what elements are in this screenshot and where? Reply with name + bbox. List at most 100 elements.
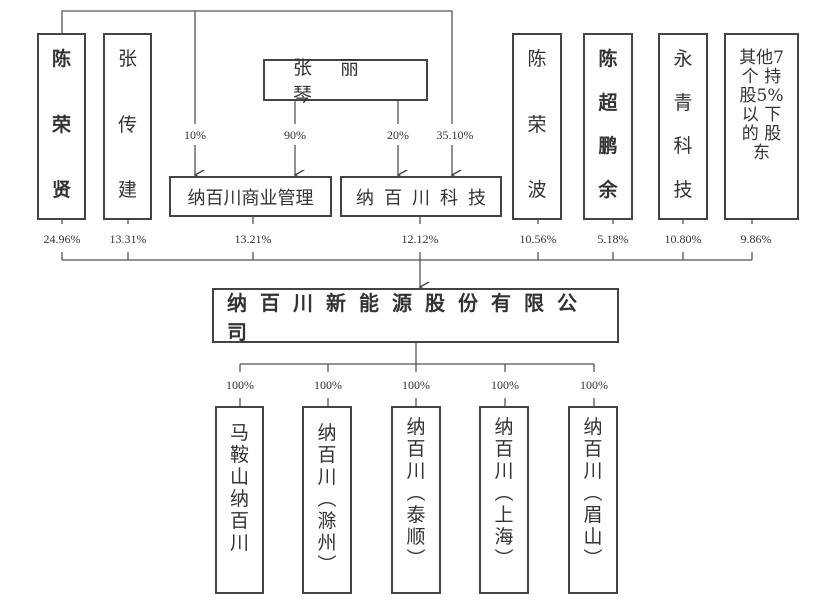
subsidiary-name-char: 川 xyxy=(583,460,603,482)
subsidiary-name-char: 川 xyxy=(229,532,249,554)
shareholder-name-line: 东 xyxy=(753,143,770,163)
shareholder-name-line: 以 下 xyxy=(741,105,782,125)
subsidiary-name-char: 百 xyxy=(494,438,514,460)
subsidiary-name-char: ︵ xyxy=(583,482,603,504)
subsidiary-name-char: ︶ xyxy=(494,548,514,570)
shareholder-name-line: 个 持 xyxy=(741,67,782,87)
subsidiary-name-char: 山 xyxy=(229,466,249,488)
subsidiary-name-char: 纳 xyxy=(229,488,249,510)
subsidiary-name-char: 川 xyxy=(494,460,514,482)
subsidiary-name-char: 百 xyxy=(406,438,426,460)
shareholder-name-char: 陈 xyxy=(51,48,71,70)
shareholding-percent: 12.12% xyxy=(401,232,439,246)
subsidiary-name-char: 马 xyxy=(229,422,249,444)
percent-label: 90% xyxy=(284,128,306,142)
subsidiary-name-char: 纳 xyxy=(317,422,337,444)
shareholding-percent: 10.56% xyxy=(519,232,557,246)
subsidiary-name-char: ︶ xyxy=(317,554,337,576)
subsidiary-name-char: 海 xyxy=(494,526,514,548)
shareholder-name: 纳百川商业管理 xyxy=(187,187,314,209)
subsidiary-name-chars: 纳百川︵上海︶ xyxy=(494,416,513,570)
shareholder-name-char: 荣 xyxy=(527,113,547,136)
shareholder-name: 纳百川科技 xyxy=(356,187,496,209)
company-name: 纳百川新能源股份有限公司 xyxy=(227,290,590,344)
subsidiary-name-char: 纳 xyxy=(494,416,514,438)
shareholding-percent: 5.18% xyxy=(597,232,629,246)
percent-label: 20% xyxy=(387,128,409,142)
subsidiary-name-char: 上 xyxy=(494,504,514,526)
shareholder-box-zhang-liqin: 张丽琴 xyxy=(263,57,428,106)
shareholder-name-char: 张 xyxy=(117,48,137,70)
subsidiary-box: 纳百川︵滁州︶ xyxy=(302,406,352,594)
subsidiary-name-char: ︵ xyxy=(406,482,426,504)
shareholder-name-line: 其他7 xyxy=(739,48,784,68)
subsidiary-name-chars: 纳百川︵眉山︶ xyxy=(583,416,602,570)
shareholding-percent: 13.21% xyxy=(234,232,272,246)
subsidiary-percent: 100% xyxy=(402,378,430,392)
subsidiary-name-chars: 纳百川︵泰顺︶ xyxy=(406,416,425,570)
subsidiary-name-chars: 马鞍山纳百川 xyxy=(230,422,249,554)
subsidiary-name-char: 百 xyxy=(317,444,337,466)
shareholder-box-nbc-business-mgmt: 纳百川商业管理 xyxy=(169,176,332,217)
shareholding-percent: 9.86% xyxy=(740,232,772,246)
shareholder-box: 张传建 xyxy=(103,33,152,220)
shareholder-name-char: 建 xyxy=(117,179,137,201)
subsidiary-box: 纳百川︵眉山︶ xyxy=(568,406,618,594)
subsidiary-box: 纳百川︵上海︶ xyxy=(479,406,529,594)
subsidiary-name-char: ︵ xyxy=(317,488,337,510)
shareholder-name-line: 的 股 xyxy=(741,124,782,144)
shareholding-percent: 24.96% xyxy=(43,232,81,246)
shareholder-name-char: 超 xyxy=(598,91,618,114)
subsidiary-box: 马鞍山纳百川 xyxy=(215,406,264,594)
subsidiary-percent: 100% xyxy=(226,378,254,392)
shareholder-name-char: 贤 xyxy=(51,179,71,201)
shareholder-box: 永青科技 xyxy=(658,33,708,220)
shareholder-name-char: 永 xyxy=(673,48,693,70)
subsidiary-name-char: 滁 xyxy=(317,510,337,532)
subsidiary-name-char: 山 xyxy=(583,526,603,548)
shareholding-percent: 13.31% xyxy=(109,232,147,246)
subsidiary-name-char: 百 xyxy=(583,438,603,460)
shareholder-name: 张丽琴 xyxy=(293,57,388,106)
subsidiary-name-char: ︶ xyxy=(583,548,603,570)
subsidiary-name-char: 纳 xyxy=(406,416,426,438)
shareholder-name-char: 陈 xyxy=(598,48,618,70)
percent-label: 35.10% xyxy=(436,128,474,142)
subsidiary-name-char: 泰 xyxy=(406,504,426,526)
subsidiary-name-char: 纳 xyxy=(583,416,603,438)
percent-label: 10% xyxy=(184,128,206,142)
subsidiary-name-char: 百 xyxy=(229,510,249,532)
shareholder-name-char: 波 xyxy=(527,179,547,201)
subsidiary-name-char: 眉 xyxy=(583,504,603,526)
shareholder-name-char: 陈 xyxy=(527,48,547,70)
shareholder-name-char: 传 xyxy=(117,113,137,136)
subsidiary-name-char: 川 xyxy=(406,460,426,482)
shareholder-box-nbc-technology: 纳百川科技 xyxy=(340,176,502,217)
shareholder-name-char: 青 xyxy=(673,91,693,114)
shareholder-name-char: 荣 xyxy=(51,113,71,136)
subsidiary-name-char: 鞍 xyxy=(229,444,249,466)
shareholder-box: 陈荣贤 xyxy=(37,33,86,220)
shareholding-percent: 10.80% xyxy=(664,232,702,246)
subsidiary-box: 纳百川︵泰顺︶ xyxy=(391,406,441,594)
shareholder-name-line: 股5% xyxy=(739,86,784,106)
shareholder-box: 陈荣波 xyxy=(512,33,562,220)
subsidiary-name-char: 川 xyxy=(317,466,337,488)
shareholder-name-char: 余 xyxy=(598,178,618,201)
subsidiary-name-char: ︶ xyxy=(406,548,426,570)
subsidiary-name-chars: 纳百川︵滁州︶ xyxy=(317,422,336,576)
subsidiary-percent: 100% xyxy=(314,378,342,392)
subsidiary-name-char: ︵ xyxy=(494,482,514,504)
company-box: 纳百川新能源股份有限公司 xyxy=(212,288,619,344)
shareholder-name-char: 科 xyxy=(673,135,693,158)
shareholder-name-char: 鹏 xyxy=(598,135,618,158)
subsidiary-name-char: 州 xyxy=(317,532,337,554)
subsidiary-percent: 100% xyxy=(491,378,519,392)
shareholder-name-char: 技 xyxy=(673,178,693,201)
subsidiary-name-char: 顺 xyxy=(406,526,426,548)
shareholder-box: 陈超鹏余 xyxy=(583,33,633,220)
line-chen-rongxian-top xyxy=(61,10,453,124)
